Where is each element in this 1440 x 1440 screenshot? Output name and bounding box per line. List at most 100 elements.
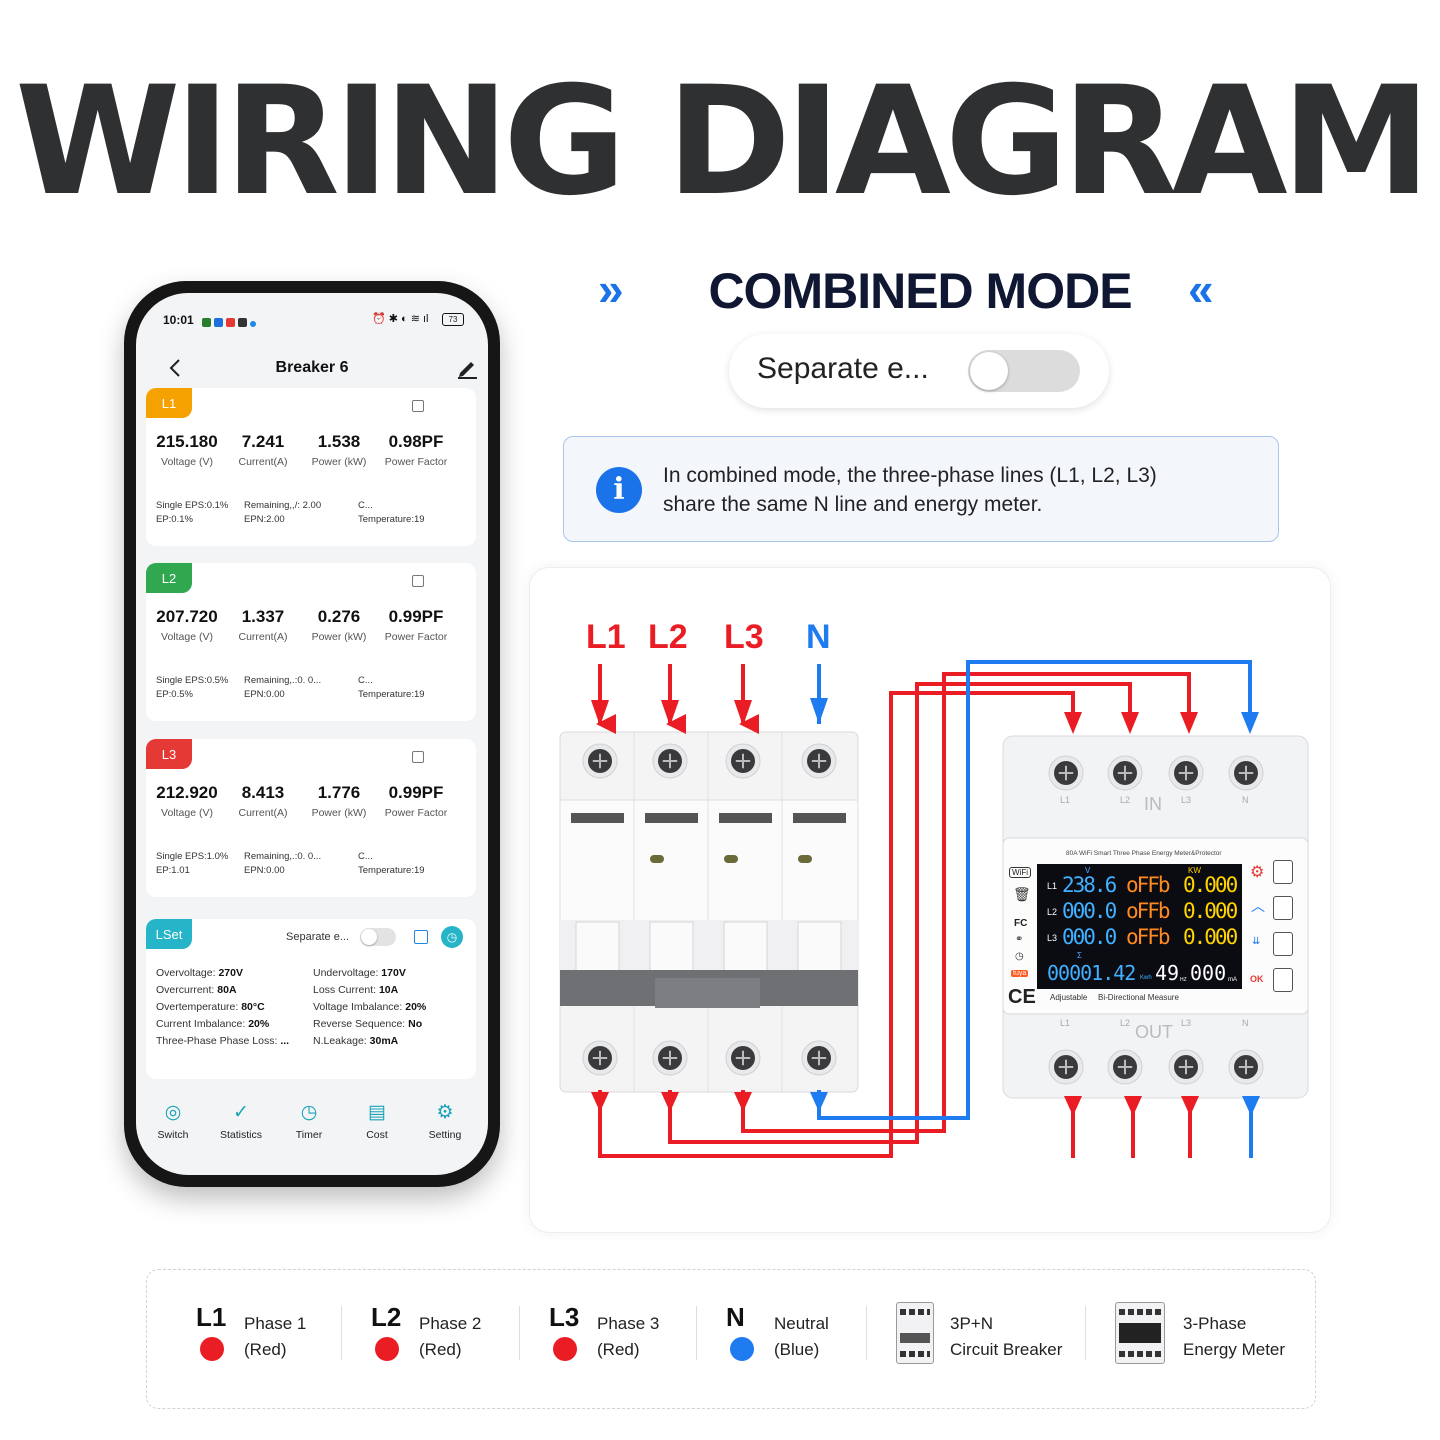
ce-mark: CE (1008, 986, 1036, 1008)
phase-power-value: 1.538 (317, 432, 361, 451)
wifi-badge: WiFi (1009, 867, 1031, 878)
meter-thumbnail-icon (1115, 1302, 1165, 1364)
meter-button-2[interactable] (1273, 896, 1293, 920)
legend-line1: Phase 1 (244, 1314, 307, 1333)
phone-header-title: Breaker 6 (275, 359, 349, 376)
lset-toggle[interactable] (360, 928, 396, 946)
timer-icon[interactable]: ◷ (441, 926, 463, 948)
nav-setting[interactable]: Setting (428, 1129, 462, 1141)
lset-row-right: N.Leakage: 30mA (313, 1035, 399, 1047)
meter-out-terminal-label: L2 (1120, 1018, 1131, 1028)
gear-icon: ⚙ (1250, 864, 1265, 881)
grid-icon[interactable] (412, 751, 424, 763)
legend-line1: Phase 2 (419, 1314, 482, 1333)
phase-remaining: Remaining,,/: 2.00 (244, 500, 322, 511)
power-icon: ◎ (164, 1102, 182, 1123)
toggle-label: Separate e... (757, 352, 929, 385)
legend-line2: (Blue) (774, 1340, 820, 1359)
status-time: 10:01 (163, 313, 194, 327)
screw-slot (735, 753, 751, 769)
lcd-freq-unit: HZ (1180, 977, 1187, 983)
coins-icon: ▤ (368, 1102, 386, 1123)
phase-temperature: Temperature:19 (358, 865, 425, 876)
main-title: WIRING DIAGRAM (15, 55, 1431, 229)
legend-divider (696, 1306, 697, 1360)
lset-row-right: Voltage Imbalance: 20% (313, 1001, 427, 1013)
lcd-phase: L1 (1047, 881, 1058, 891)
legend-color-dot (553, 1337, 577, 1361)
legend-line1: Phase 3 (597, 1314, 660, 1333)
recycle-bin-icon: 🗑 (1013, 886, 1031, 902)
legend-line1: 3-Phase (1183, 1314, 1247, 1333)
phase-remaining: Remaining,.:0. 0... (244, 851, 322, 862)
up-icon: ︿ (1251, 898, 1265, 914)
screw-slot (1058, 765, 1074, 781)
legend-divider (866, 1306, 867, 1360)
gear-icon: ⚙ (436, 1102, 454, 1123)
legend-box (146, 1269, 1316, 1409)
phase-voltage-label: Voltage (V) (161, 807, 213, 819)
info-box: i In combined mode, the three-phase line… (563, 436, 1279, 542)
phase-pf-value: 0.99PF (388, 607, 444, 626)
wires (591, 660, 1260, 1158)
screw-slot (1058, 1059, 1074, 1075)
nav-statistics[interactable]: Statistics (219, 1129, 262, 1141)
phase-temperature: Temperature:19 (358, 689, 425, 700)
legend-line1: Neutral (774, 1314, 829, 1333)
meter-in-terminal-label: N (1242, 795, 1249, 805)
separate-toggle[interactable] (968, 350, 1080, 392)
phase-voltage-value: 207.720 (156, 607, 218, 626)
phase-ep: EP:0.1% (156, 514, 193, 525)
grid-icon[interactable] (414, 930, 428, 944)
phase-current-value: 1.337 (241, 607, 285, 626)
meter-in-terminal-label: L1 (1060, 795, 1071, 805)
phase-pf-label: Power Factor (384, 631, 448, 643)
meter-footer-2: Bi-Directional Measure (1098, 993, 1179, 1002)
ok-label: OK (1250, 974, 1264, 984)
tuya-badge: tuya (1011, 970, 1029, 977)
screw-slot (662, 753, 678, 769)
legend-divider (519, 1306, 520, 1360)
meter-out-terminal-label: N (1242, 1018, 1249, 1028)
screw-slot (662, 1050, 678, 1066)
meter-button-3[interactable] (1273, 932, 1293, 956)
edit-icon[interactable] (456, 357, 478, 379)
meter-button-4[interactable] (1273, 968, 1293, 992)
legend-code: N (726, 1302, 745, 1332)
legend-color-dot (730, 1337, 754, 1361)
grid-icon[interactable] (412, 575, 424, 587)
wire-label-l1: L1 (586, 618, 626, 656)
legend-line1: 3P+N (950, 1314, 993, 1333)
lcd-phase: L3 (1047, 933, 1058, 943)
lset-row-left: Three-Phase Phase Loss: ... (156, 1035, 290, 1047)
phase-current-value: 8.413 (241, 783, 285, 802)
grid-icon[interactable] (412, 400, 424, 412)
toggle-pill: Separate e... (729, 334, 1109, 408)
network-icon: ⚭ (1015, 934, 1024, 945)
phase-c: C... (358, 675, 373, 686)
nav-cost[interactable]: Cost (366, 1129, 388, 1141)
phase-current-label: Current(A) (238, 807, 288, 819)
lset-tag: LSet (146, 919, 192, 949)
screw-slot (811, 753, 827, 769)
lset-row-left: Overcurrent: 80A (156, 984, 237, 996)
status-icons: ⏰ ✱ ◐ ≋ ıl (372, 313, 429, 325)
phase-current-value: 7.241 (241, 432, 285, 451)
legend-color-dot (375, 1337, 399, 1361)
screw-slot (1117, 1059, 1133, 1075)
lcd-voltage: 000.0 (1062, 925, 1117, 949)
screw-slot (1238, 765, 1254, 781)
back-arrow-icon[interactable] (168, 357, 182, 379)
phase-voltage-value: 215.180 (156, 432, 218, 451)
info-text-2: share the same N line and energy meter. (663, 493, 1043, 516)
phase-voltage-label: Voltage (V) (161, 456, 213, 468)
nav-timer[interactable]: Timer (295, 1129, 323, 1141)
legend-code: L3 (549, 1302, 580, 1332)
meter-button-1[interactable] (1273, 860, 1293, 884)
nav-switch[interactable]: Switch (157, 1129, 189, 1141)
screw-slot (1117, 765, 1133, 781)
